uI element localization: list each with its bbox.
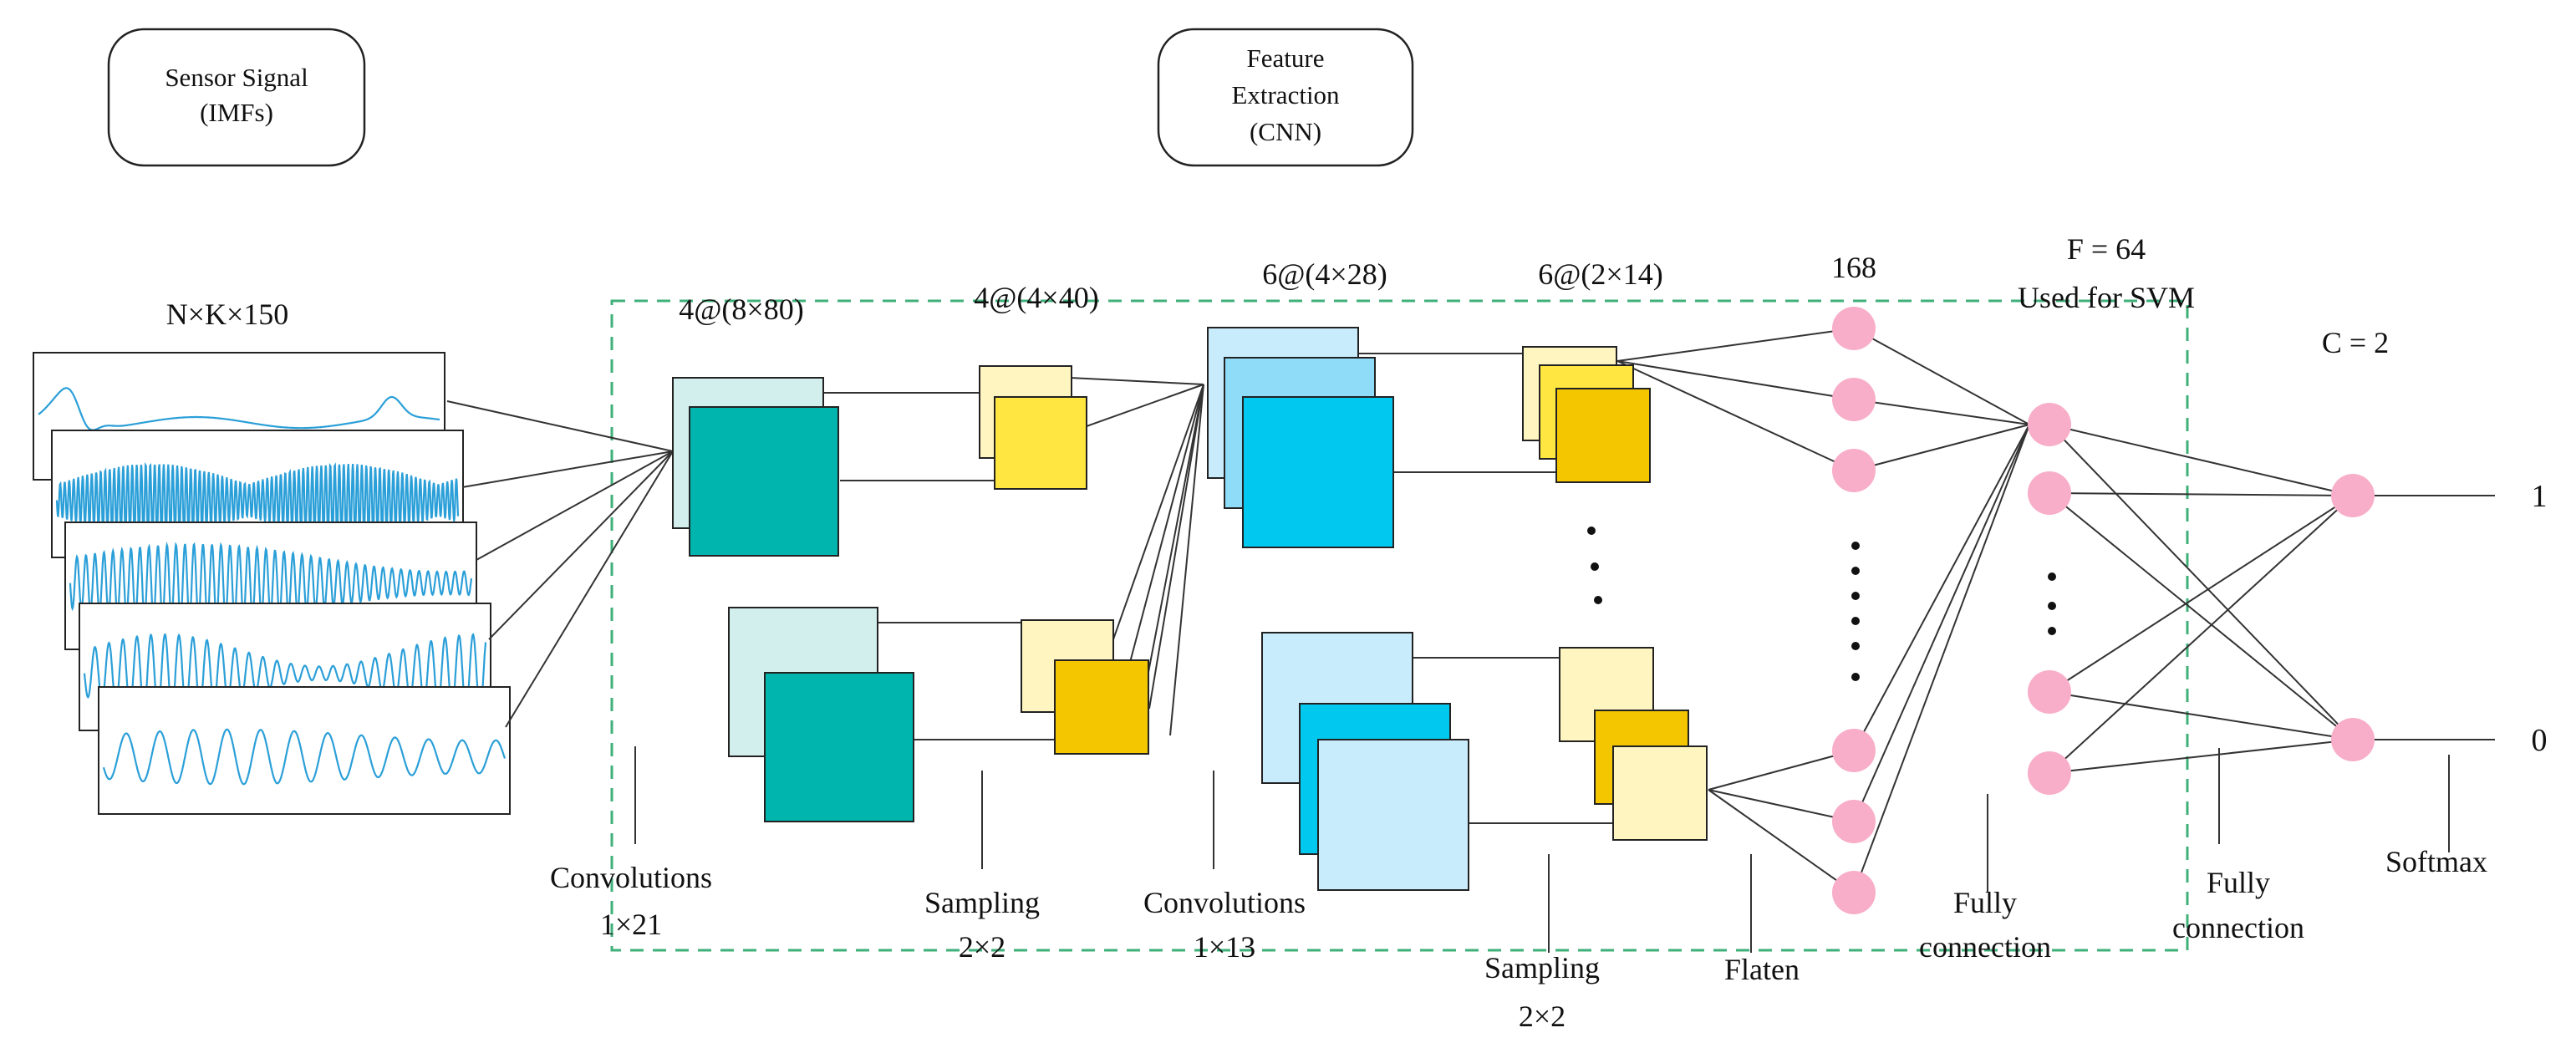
conv2-map-bottom-3 <box>1317 739 1469 891</box>
conv1-stage-kernel: 1×21 <box>600 908 662 941</box>
neuron <box>2331 718 2375 761</box>
neuron <box>1832 871 1876 914</box>
feature-extraction-title-2: Extraction <box>1231 80 1340 109</box>
conv2-feature-maps <box>1207 327 1469 891</box>
neuron <box>2028 670 2071 714</box>
fc2-stage-label-2: connection <box>2172 911 2304 944</box>
pool2-feature-maps <box>1522 346 1708 841</box>
conv1-map-front-bottom <box>764 672 914 822</box>
fc-dimension-label: F = 64 <box>2067 232 2146 266</box>
imf-waveform <box>38 387 440 431</box>
neuron <box>1832 729 1876 772</box>
stage-pointer-lines <box>634 746 2450 953</box>
pool1-stage-label: Sampling <box>924 886 1040 919</box>
pool2-stage-size: 2×2 <box>1519 1000 1565 1033</box>
feature-extraction-header: Feature Extraction (CNN) <box>1157 28 1414 167</box>
output-label-0: 0 <box>2532 723 2548 758</box>
conv2-map-top-3 <box>1242 396 1394 548</box>
fc2-stage-label: Fully <box>2207 866 2270 899</box>
sensor-signal-subtitle: (IMFs) <box>200 98 273 127</box>
connection-lines <box>446 328 2495 893</box>
flatten-dimension-label: 168 <box>1831 251 1876 284</box>
conv2-stage-label: Convolutions <box>1143 886 1306 919</box>
softmax-stage-label: Softmax <box>2385 845 2487 878</box>
pool1-stage-size: 2×2 <box>959 930 1005 964</box>
imf-waveform <box>83 633 487 715</box>
neuron <box>2028 751 2071 795</box>
neuron <box>1832 449 1876 492</box>
conv1-stage-label: Convolutions <box>550 861 712 894</box>
pool1-dimension-label: 4@(4×40) <box>974 281 1098 314</box>
neuron <box>1832 378 1876 421</box>
conv2-stage-kernel: 1×13 <box>1194 930 1255 964</box>
classes-label: C = 2 <box>2322 326 2389 359</box>
flatten-stage-label: Flaten <box>1724 953 1800 986</box>
conv1-feature-maps <box>672 377 914 822</box>
feature-extraction-boundary <box>610 299 2189 952</box>
sensor-signal-header: Sensor Signal (IMFs) <box>107 28 366 167</box>
pool2-map-bottom-3 <box>1612 745 1708 841</box>
imf-waveform <box>102 728 507 786</box>
conv1-dimension-label: 4@(8×80) <box>679 293 803 326</box>
fc1-stage-label: Fully <box>1953 886 2017 919</box>
conv2-dimension-label: 6@(4×28) <box>1262 257 1387 291</box>
flatten-neurons <box>1832 307 1876 914</box>
pool2-dimension-label: 6@(2×14) <box>1538 257 1662 291</box>
fc-svm-label: Used for SVM <box>2018 281 2195 314</box>
neuron <box>1832 800 1876 843</box>
output-neurons <box>2331 474 2375 761</box>
sensor-signal-title: Sensor Signal <box>165 63 308 92</box>
pool2-stage-label: Sampling <box>1484 951 1600 984</box>
pool1-map-front-bottom <box>1054 659 1149 755</box>
ellipsis-dots <box>1587 527 2056 681</box>
neuron <box>2331 474 2375 517</box>
imf-signal-stack <box>33 352 511 815</box>
imf-signal-panel <box>98 686 511 815</box>
input-dimension-label: N×K×150 <box>166 298 289 331</box>
output-label-1: 1 <box>2532 479 2548 514</box>
feature-extraction-title-1: Feature <box>1247 43 1325 73</box>
neuron <box>1832 307 1876 350</box>
neuron <box>2028 403 2071 446</box>
fc-neurons <box>2028 403 2071 795</box>
neuron <box>2028 471 2071 515</box>
pool2-map-top-3 <box>1555 388 1651 483</box>
pool1-map-front-top <box>994 396 1087 490</box>
feature-extraction-title-3: (CNN) <box>1250 117 1321 146</box>
pool1-feature-maps <box>979 365 1149 755</box>
conv1-map-front-top <box>689 406 839 557</box>
fc1-stage-label-2: connection <box>1919 930 2051 964</box>
